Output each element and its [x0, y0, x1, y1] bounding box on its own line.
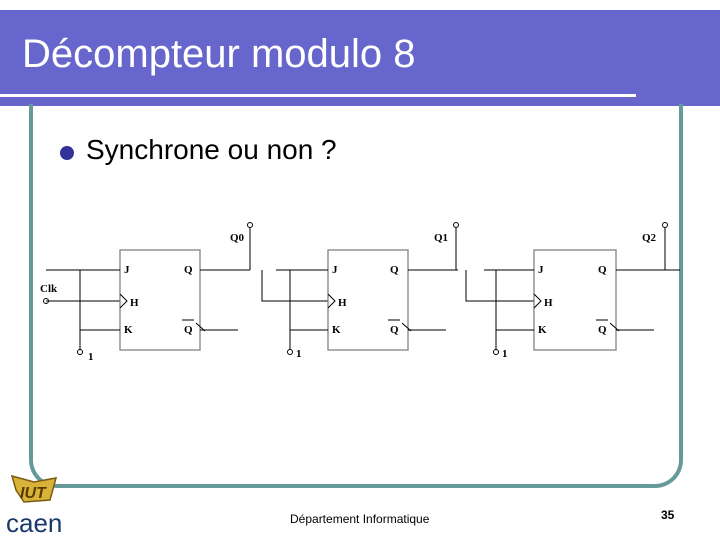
ff2-const-label: 1 — [502, 348, 508, 360]
ff2-const-terminal — [493, 349, 499, 355]
link-1-2-clock — [465, 270, 542, 302]
ff2-clock-triangle — [533, 293, 542, 309]
ff2-output-label: Q2 — [642, 232, 657, 244]
ff1-output-terminal — [453, 222, 459, 228]
logo-badge — [10, 474, 58, 503]
title-bar — [0, 10, 720, 106]
bullet-text: Synchrone ou non ? — [86, 134, 337, 165]
flipflop-2-box — [533, 249, 617, 351]
ff0-qbar-label: Q — [184, 324, 193, 336]
ff1-const-terminal — [287, 349, 293, 355]
ff1-qbar-label: Q — [390, 324, 399, 336]
slide-title: Décompteur modulo 8 — [22, 32, 416, 76]
ff0-output-label: Q0 — [230, 232, 245, 244]
ff0-j-label: J — [124, 264, 130, 276]
ff1-output-label: Q1 — [434, 232, 448, 244]
iut-caen-logo: IUT caen — [6, 474, 62, 536]
ff2-output-terminal — [662, 222, 668, 228]
ff2-qbar-label: Q — [598, 324, 607, 336]
ff1-clock-triangle — [327, 293, 336, 309]
flipflop-1: J H K Q Q 1 Q1 — [276, 222, 459, 360]
logo-caen-text: caen — [6, 508, 62, 536]
ff0-q-label: Q — [184, 264, 193, 276]
flipflop-2: J H K Q Q 1 Q2 — [484, 222, 680, 360]
ff1-k-label: K — [332, 324, 341, 336]
content-frame — [29, 104, 683, 488]
ff2-q-label: Q — [598, 264, 607, 276]
page-number: 35 — [661, 508, 675, 522]
logo-badge-text: IUT — [20, 485, 47, 502]
ff1-q-label: Q — [390, 264, 399, 276]
ff2-j-label: J — [538, 264, 544, 276]
footer-department: Département Informatique — [290, 512, 430, 526]
ff0-const-label: 1 — [88, 351, 94, 363]
flipflop-1-box — [327, 249, 409, 351]
ff2-k-label: K — [538, 324, 547, 336]
ff1-const-label: 1 — [296, 348, 302, 360]
flipflop-0-box — [119, 249, 201, 351]
ff0-const-terminal — [77, 349, 83, 355]
ff0-output-terminal — [247, 222, 253, 228]
ff1-j-label: J — [332, 264, 338, 276]
link-0-1-clock — [261, 270, 336, 302]
bullet-dot — [60, 146, 74, 160]
ff0-h-label: H — [130, 297, 139, 309]
flipflop-0: J H K Q Q 1 Q0 — [46, 222, 253, 363]
ff2-h-label: H — [544, 297, 553, 309]
title-divider — [0, 94, 636, 97]
ff1-h-label: H — [338, 297, 347, 309]
ff0-clock-triangle — [119, 293, 128, 309]
ff0-k-label: K — [124, 324, 133, 336]
clock-label: Clk — [40, 283, 58, 295]
